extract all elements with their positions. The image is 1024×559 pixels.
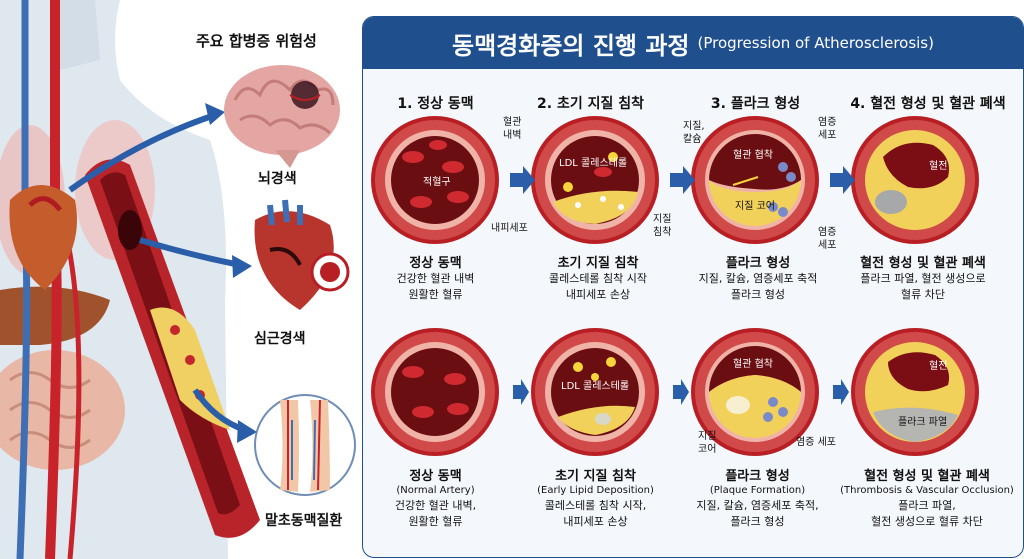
step-title-3: 3. 플라크 형성 [710,96,801,112]
caption-top-3: 플라크 형성 지질, 칼슘, 염증세포 축적 플라크 형성 [698,256,818,301]
lipid-calcium-label-1: 지질, [683,120,705,132]
inflammatory-cell-label-1: 염증 [818,116,836,128]
wall-label-2: 내벽 [503,129,521,141]
heart-detail [254,199,350,310]
arrow-step-3-4-bottom [833,379,849,405]
caption-top-1: 정상 동맥 건강한 혈관 내벽 원활한 혈류 [396,256,475,301]
inflammatory-cell-label-2: 세포 [818,129,836,141]
caption-bottom-2: 초기 지질 침착 (Early Lipid Deposition) 콜레스테롤 … [537,469,654,528]
caption-top-2: 초기 지질 침착 콜레스테롤 침착 시작 내피세포 손상 [548,256,648,301]
artery-thrombus-top [851,116,979,244]
artery-normal-top [371,116,499,244]
complications-heading: 주요 합병증 위험성 [196,32,317,50]
lipid-core-label: 지질 코어 [735,200,775,212]
ldl-label-top: LDL 콜레스테롤 [559,157,627,169]
progression-diagram: 적혈구 혈관 내벽 내피세포 LDL 콜레스테롤 지질 침착 지질, 칼슘 혈관… [371,115,979,456]
lipid-deposit-label-1: 지질 [653,213,671,225]
lipid-calcium-label-2: 칼슘 [683,132,701,145]
inflammatory-cell-label-3: 염증 [818,226,836,238]
artery-early-top [531,116,659,244]
artery-thrombus-bottom [851,328,979,456]
arrow-to-brain [68,112,216,193]
leg-detail [254,394,356,496]
caption-bottom-3: 플라크 형성 (Plaque Formation) 지질, 칼슘, 염증세포 축… [696,469,819,528]
heart-organ [9,185,77,290]
rbc-label: 적혈구 [423,175,451,188]
stenosis-label-top: 혈관 협착 [733,148,773,161]
intestines [0,350,125,470]
lipid-deposit-label-2: 침착 [653,226,671,238]
plaque-rupture-label: 플라크 파열 [898,416,947,428]
myocardial-infarction-label: 심근경색 [254,331,306,347]
inflammatory-cell-label-bottom: 염증 세포 [796,436,836,448]
thrombus-label-top: 혈전 [929,159,947,172]
large-artery [85,159,260,538]
brain-infarction-label: 뇌경색 [258,171,297,187]
stenosis-label-bottom: 혈관 협착 [733,357,773,370]
arrow-to-heart [139,237,241,268]
caption-bottom-1: 정상 동맥 (Normal Artery) 건강한 혈관 내벽, 원활한 혈류 [394,469,477,528]
progression-panel: 동맥경화증의 진행 과정 (Progression of Atheroscler… [362,16,1024,558]
inflammatory-cell-label-4: 세포 [818,239,836,251]
page-title: 동맥경화증의 진행 과정 [452,31,690,60]
page-subtitle: (Progression of Atherosclerosis) [697,34,934,52]
complications-panel: 주요 합병증 위험성 뇌경색 심근경색 말초동맥질환 [0,0,360,559]
anatomy-illustration [0,0,356,559]
artery-early-bottom [531,328,659,456]
lipid-core-label-bottom-1: 지질 [698,430,716,442]
thrombus-label-bottom: 혈전 [929,359,947,372]
artery-normal-bottom [371,328,499,456]
caption-top-4: 혈전 형성 및 혈관 폐색 플라크 파열, 혈전 생성으로 혈류 차단 [860,256,986,301]
artery-plaque-bottom [691,328,819,456]
arrow-step-1-2 [510,166,535,194]
ldl-label-bottom: LDL 콜레스테롤 [561,380,629,392]
arrow-step-2-3 [670,166,695,194]
arrow-step-1-2-bottom [513,379,529,405]
brain-organ [224,65,340,168]
arrow-step-3-4 [830,166,855,194]
neck [55,0,100,70]
peripheral-artery-label: 말초동맥질환 [265,513,343,529]
endothelium-label: 내피세포 [491,222,528,234]
arrow-step-2-3-bottom [673,379,689,405]
caption-bottom-4: 혈전 형성 및 혈관 폐색 (Thrombosis & Vascular Occ… [840,469,1014,528]
wall-label-1: 혈관 [503,115,521,128]
lipid-core-label-bottom-2: 코어 [698,443,716,455]
step-title-1: 1. 정상 동맥 [397,96,474,112]
step-title-4: 4. 혈전 형성 및 혈관 폐색 [850,96,1006,112]
step-title-2: 2. 초기 지질 침착 [537,96,644,112]
artery-plaque-top [691,116,819,244]
title-bar: 동맥경화증의 진행 과정 (Progression of Atheroscler… [363,17,1023,69]
